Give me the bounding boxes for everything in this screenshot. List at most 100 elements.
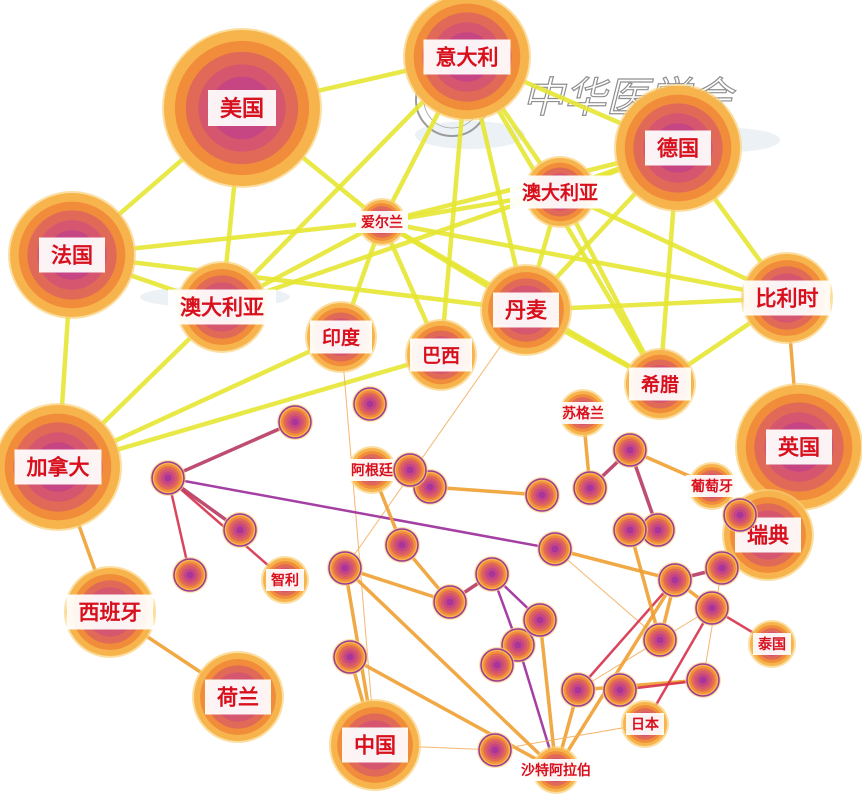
node-ring xyxy=(488,570,496,578)
node-outline xyxy=(501,628,535,662)
node-label: 德国 xyxy=(657,137,699,161)
node-u17[interactable] xyxy=(657,562,693,598)
node-u29[interactable] xyxy=(352,386,388,422)
node-ring xyxy=(236,526,244,534)
node-label: 泰国 xyxy=(757,636,786,653)
node-label: 英国 xyxy=(778,436,820,460)
node-thailand[interactable]: 泰国 xyxy=(748,620,796,668)
node-germany[interactable]: 德国 xyxy=(614,84,742,212)
node-saudi[interactable]: 沙特阿拉伯 xyxy=(516,746,596,794)
node-label: 巴西 xyxy=(422,345,460,367)
node-label-background xyxy=(205,679,271,715)
edge-u13-saudi xyxy=(538,618,558,772)
node-outline xyxy=(328,551,362,585)
node-label: 阿根廷 xyxy=(351,462,394,479)
node-outline xyxy=(333,640,367,674)
node-china[interactable]: 中国 xyxy=(329,699,421,791)
node-canada[interactable]: 加拿大 xyxy=(0,403,122,531)
node-chile[interactable]: 智利 xyxy=(261,556,309,604)
node-ireland[interactable]: 爱尔兰 xyxy=(356,198,408,246)
node-label-background xyxy=(346,459,398,481)
node-greece[interactable]: 希腊 xyxy=(624,348,696,420)
node-u20[interactable] xyxy=(685,662,721,698)
node-u9[interactable] xyxy=(524,477,560,513)
node-u6[interactable] xyxy=(384,527,420,563)
node-label-background xyxy=(310,320,372,354)
node-outline xyxy=(278,405,312,439)
node-ring xyxy=(446,598,454,606)
edge-u28-japan xyxy=(494,723,646,751)
node-u5[interactable] xyxy=(572,470,608,506)
node-uk[interactable]: 英国 xyxy=(735,383,862,511)
node-u1[interactable] xyxy=(150,460,186,496)
node-label: 西班牙 xyxy=(79,601,142,625)
node-u7[interactable] xyxy=(327,550,363,586)
node-india[interactable]: 印度 xyxy=(305,301,377,373)
node-outline xyxy=(475,557,509,591)
node-italy[interactable]: 意大利 xyxy=(403,0,531,121)
node-u3[interactable] xyxy=(222,512,258,548)
node-netherlands[interactable]: 荷兰 xyxy=(192,651,284,743)
node-label-background xyxy=(753,633,791,655)
node-usa[interactable]: 美国 xyxy=(162,28,322,188)
node-label-background xyxy=(510,175,610,209)
node-ring xyxy=(426,483,434,491)
node-label: 葡萄牙 xyxy=(690,478,733,495)
node-outline xyxy=(613,433,647,467)
node-u25[interactable] xyxy=(722,497,758,533)
node-u19[interactable] xyxy=(560,672,596,708)
node-ring xyxy=(656,636,664,644)
edge-u15-u17 xyxy=(553,547,677,582)
node-u28[interactable] xyxy=(477,732,513,768)
node-outline xyxy=(433,585,467,619)
node-u11[interactable] xyxy=(474,556,510,592)
node-u30[interactable] xyxy=(392,452,428,488)
node-japan[interactable]: 日本 xyxy=(621,700,669,748)
node-label: 加拿大 xyxy=(26,456,90,480)
node-ring xyxy=(186,571,194,579)
node-argentina[interactable]: 阿根廷 xyxy=(346,446,398,494)
node-u16[interactable] xyxy=(332,639,368,675)
node-france[interactable]: 法国 xyxy=(8,191,136,319)
node-u2[interactable] xyxy=(277,404,313,440)
node-label-background xyxy=(14,449,102,485)
node-label-background xyxy=(266,569,304,591)
edge-u16-saudi xyxy=(348,655,558,772)
node-label: 澳大利亚 xyxy=(180,296,264,320)
edge-u15-u18 xyxy=(554,548,661,641)
node-portugal[interactable]: 葡萄牙 xyxy=(686,462,738,510)
node-brazil[interactable]: 巴西 xyxy=(405,319,477,391)
node-u18[interactable] xyxy=(642,622,678,658)
node-ring xyxy=(626,526,634,534)
node-australia_top[interactable]: 澳大利亚 xyxy=(510,156,610,228)
node-spain[interactable]: 西班牙 xyxy=(64,566,156,658)
node-u15[interactable] xyxy=(537,531,573,567)
node-u13[interactable] xyxy=(522,602,558,638)
node-u26[interactable] xyxy=(602,672,638,708)
node-u22[interactable] xyxy=(704,550,740,586)
node-ring xyxy=(398,541,406,549)
node-belgium[interactable]: 比利时 xyxy=(741,252,833,344)
node-u14[interactable] xyxy=(479,647,515,683)
node-denmark[interactable]: 丹麦 xyxy=(480,264,572,356)
node-ring xyxy=(626,446,634,454)
edge-u17-u19 xyxy=(576,578,677,692)
node-label-background xyxy=(423,39,511,75)
node-u27[interactable] xyxy=(612,512,648,548)
node-ring xyxy=(736,511,744,519)
node-outline xyxy=(480,648,514,682)
node-outline xyxy=(523,603,557,637)
node-ring xyxy=(654,526,662,534)
node-u24[interactable] xyxy=(640,512,676,548)
node-scotland[interactable]: 苏格兰 xyxy=(557,389,609,437)
node-u10[interactable] xyxy=(432,584,468,620)
node-label-background xyxy=(626,713,664,735)
node-label: 比利时 xyxy=(756,287,819,311)
node-australia[interactable]: 澳大利亚 xyxy=(168,261,276,353)
node-u4[interactable] xyxy=(172,557,208,593)
edge-u18-u27 xyxy=(628,528,662,642)
node-u23[interactable] xyxy=(612,432,648,468)
node-u21[interactable] xyxy=(694,590,730,626)
